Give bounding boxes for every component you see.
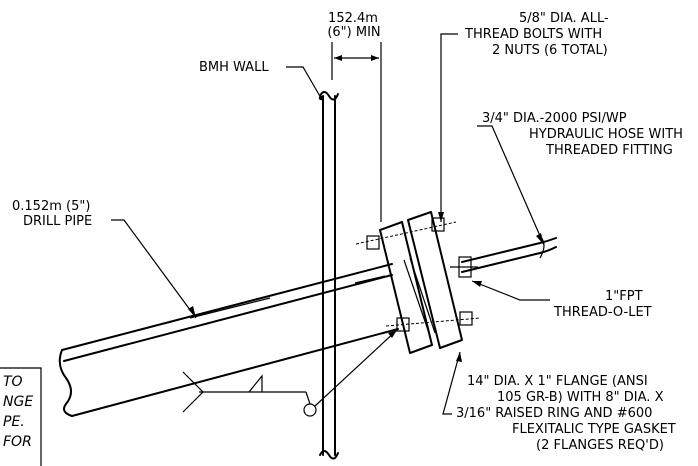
flange-leader-arrow	[456, 352, 462, 362]
dimension-arrow-right	[371, 55, 379, 61]
bolts-label-line2: THREAD BOLTS WITH	[464, 27, 602, 42]
weld-arrow-line	[314, 329, 398, 407]
weld-fillet-symbol	[248, 374, 263, 393]
note-box: TO NGE PE. FOR	[0, 367, 42, 466]
note-line2: NGE	[3, 394, 33, 410]
flange-left	[379, 221, 433, 354]
dimension-annotation: 152.4m (6") MIN	[327, 11, 382, 222]
note-line3: PE.	[3, 414, 25, 430]
hose-label-line2: HYDRAULIC HOSE WITH	[529, 127, 683, 142]
hose-label-line1: 3/4" DIA.-2000 PSI/WP	[482, 111, 627, 126]
bolt-middle	[450, 256, 478, 278]
flange-label-line3: 3/16" RAISED RING AND #600	[456, 406, 652, 421]
gasket-line-2	[409, 257, 436, 334]
weld-symbol	[182, 329, 398, 417]
bolts-leader-arrow	[438, 212, 444, 222]
note-line1: TO	[3, 374, 23, 390]
hose-label-line3: THREADED FITTING	[545, 143, 673, 158]
gasket-line	[403, 259, 431, 337]
hose-leader	[477, 125, 545, 246]
hose-leader-arrow	[536, 233, 544, 245]
bolts-label-line1: 5/8" DIA. ALL-	[519, 11, 609, 26]
note-line4: FOR	[3, 434, 32, 450]
bolt-top-nut-left	[366, 235, 380, 250]
bolt-bottom-nut-left	[396, 317, 410, 332]
pipe-center-mark-2	[354, 275, 386, 284]
note-box-border	[0, 367, 42, 466]
flange-label-line2: 105 GR-B) WITH 8" DIA. X	[497, 390, 664, 405]
bmh-wall-leader-dot	[318, 95, 324, 101]
flange-label-line1: 14" DIA. X 1" FLANGE (ANSI	[467, 374, 648, 389]
threadolet-leader	[471, 280, 550, 301]
drill-pipe-leader	[111, 219, 197, 319]
wall-break-bottom	[319, 450, 339, 460]
wall-break-top	[319, 91, 339, 101]
flange-leader	[442, 351, 461, 415]
hose-line-top	[461, 237, 557, 263]
pipe-break-end	[58, 349, 73, 417]
dimension-line1: 152.4m	[328, 11, 378, 26]
pipe-bottom-outer	[71, 328, 399, 417]
pipe-top-inner	[63, 274, 393, 362]
flange-right	[407, 211, 463, 349]
bolts-leader	[440, 33, 458, 222]
drill-pipe	[58, 263, 399, 417]
bolt-bottom	[385, 311, 481, 332]
drill-pipe-label-line1: 0.152m (5")	[12, 199, 90, 214]
bmh-wall	[319, 91, 339, 460]
bolt-bottom-shaft	[385, 317, 481, 327]
bolts-label-line3: 2 NUTS (6 TOTAL)	[492, 43, 608, 58]
dimension-line2: (6") MIN	[327, 25, 380, 40]
bmh-wall-label: BMH WALL	[199, 60, 269, 75]
flange-label-line4: FLEXITALIC TYPE GASKET	[512, 422, 676, 437]
weld-ref-drop	[305, 391, 311, 405]
dimension-arrow-left	[334, 55, 342, 61]
bolt-bottom-nut-right	[459, 311, 473, 326]
bmh-wall-leader	[286, 66, 322, 99]
flange-label-line5: (2 FLANGES REQ'D)	[536, 438, 664, 453]
pipe-center-mark-1	[189, 297, 271, 319]
drill-pipe-label-line2: DRILL PIPE	[23, 214, 92, 229]
hose-line-bottom	[461, 246, 557, 273]
threadolet-label-line2: THREAD-O-LET	[553, 305, 652, 320]
weld-arrow-head	[388, 330, 397, 338]
flange-assembly	[355, 211, 481, 354]
pipe-top-outer	[61, 263, 393, 351]
drill-pipe-leader-arrow	[188, 306, 196, 318]
bolt-top	[355, 217, 457, 250]
threadolet-label-line1: 1"FPT	[605, 289, 643, 304]
threadolet-leader-arrow	[472, 281, 482, 287]
weld-all-around-circle	[303, 403, 317, 417]
bolt-top-shaft	[355, 221, 457, 245]
